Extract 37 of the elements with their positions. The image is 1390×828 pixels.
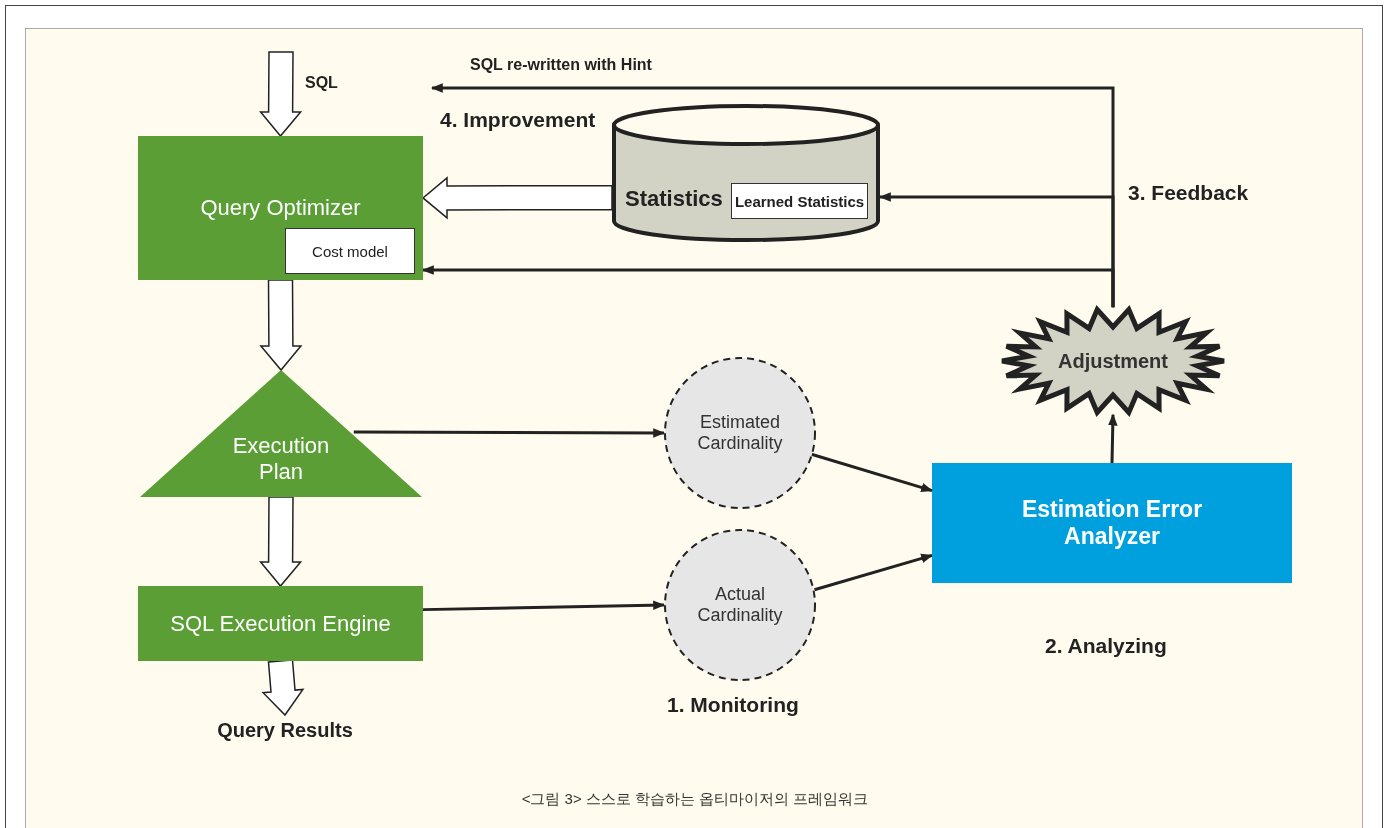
edge-label: SQL: [305, 74, 338, 92]
component-box: [285, 228, 415, 274]
step-label: 1. Monitoring: [667, 693, 799, 717]
node-label: Estimated Cardinality: [696, 412, 784, 454]
block-arrow: [259, 279, 303, 372]
arrow: [422, 600, 666, 612]
database-cylinder: [612, 104, 880, 242]
arrow: [353, 428, 666, 438]
plan-triangle: [140, 370, 422, 497]
process-box: [138, 586, 423, 661]
step-label: 2. Analyzing: [1045, 634, 1167, 658]
node-label: Adjustment: [1058, 349, 1168, 373]
node-label: Estimation Error Analyzer: [1020, 496, 1204, 550]
step-label: 3. Feedback: [1128, 181, 1249, 205]
arrow: [1108, 413, 1118, 464]
data-circle: [664, 357, 816, 509]
node-label: Actual Cardinality: [696, 584, 784, 626]
edge-label: SQL re-written with Hint: [470, 56, 652, 74]
block-arrow: [259, 496, 303, 588]
node-label: Query Optimizer: [200, 195, 361, 221]
block-arrow: [421, 176, 613, 220]
arrow: [814, 553, 934, 592]
node-label: Query Results: [217, 718, 353, 742]
process-box: [138, 136, 423, 280]
step-label: 4. Improvement: [440, 108, 596, 132]
data-circle: [664, 529, 816, 681]
component-box: [731, 183, 868, 219]
node-label: Statistics: [625, 186, 723, 212]
node-label: SQL Execution Engine: [170, 610, 391, 637]
node-label: Learned Statistics: [734, 192, 865, 210]
block-arrow: [261, 659, 305, 717]
figure-caption: <그림 3> 스스로 학습하는 옵티마이저의 프레임워크: [520, 790, 870, 809]
node-label: Execution Plan: [231, 433, 331, 485]
block-arrow: [259, 51, 303, 138]
node-label: Cost model: [312, 242, 388, 260]
arrow: [811, 452, 934, 493]
analyzer-box: [932, 463, 1292, 583]
